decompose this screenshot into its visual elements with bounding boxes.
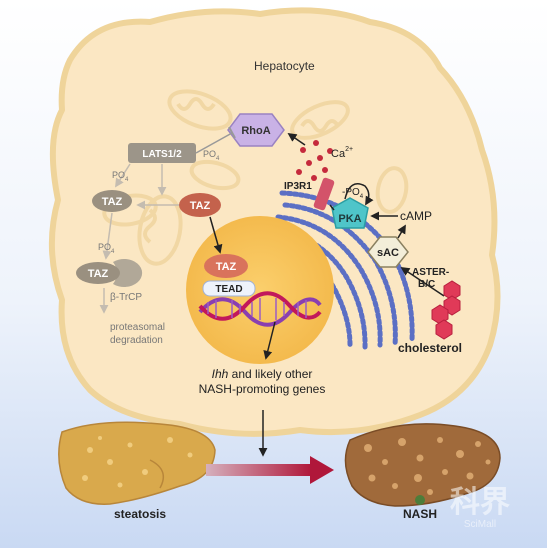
nash-label: NASH bbox=[403, 507, 437, 521]
pka-node: PKA bbox=[331, 197, 369, 229]
arrow-pka-ip3r1 bbox=[329, 204, 335, 211]
genes-label-2: NASH-promoting genes bbox=[199, 382, 326, 396]
rhoa-label: RhoA bbox=[241, 125, 270, 137]
scimall-watermark: 科界 SciMall bbox=[450, 486, 510, 530]
btrcp-label: β-TrCP bbox=[110, 292, 142, 303]
taz-nuclear-node: TAZ bbox=[204, 254, 248, 278]
cell-title: Hepatocyte bbox=[254, 59, 315, 73]
po4-taz: PO4 bbox=[112, 170, 129, 183]
rhoa-node: RhoA bbox=[227, 113, 285, 147]
ip3r1-label: IP3R1 bbox=[284, 181, 312, 192]
taz-phospho-label: TAZ bbox=[102, 196, 123, 208]
genes-label-1: Ihh and likely other bbox=[212, 367, 313, 381]
po4-taz2: PO4 bbox=[98, 242, 115, 255]
arrow-ca-to-rhoa bbox=[287, 132, 306, 146]
arrow-pka-phospho-loop bbox=[344, 183, 374, 206]
watermark-cn: 科界 bbox=[450, 486, 510, 519]
po4-lats: PO4 bbox=[203, 149, 220, 162]
camp-label: cAMP bbox=[400, 209, 432, 223]
arrow-taz-into-nucleus bbox=[209, 216, 223, 254]
po4-pka: -PO4 bbox=[342, 187, 364, 200]
sac-node: sAC bbox=[367, 236, 409, 268]
arrow-sac-camp bbox=[397, 224, 406, 239]
arrow-lats-taz bbox=[115, 163, 131, 188]
proteasomal-label-1: proteasomal bbox=[110, 322, 165, 333]
proteasomal-label-2: degradation bbox=[110, 335, 163, 346]
calcium-ions bbox=[296, 140, 333, 181]
taz-nuclear-label: TAZ bbox=[216, 261, 237, 273]
taz-active-label: TAZ bbox=[190, 200, 211, 212]
sac-label: sAC bbox=[377, 247, 399, 259]
dna-helix bbox=[198, 291, 322, 327]
tead-node: TEAD bbox=[202, 280, 256, 297]
taz-phospho-node: TAZ bbox=[92, 190, 132, 212]
progression-arrow bbox=[206, 456, 334, 484]
nucleus bbox=[186, 216, 334, 364]
cholesterol-label: cholesterol bbox=[398, 341, 462, 355]
aster-label-1: ASTER- bbox=[412, 267, 449, 278]
taz-btrcp-complex: TAZ bbox=[76, 259, 143, 287]
pka-label: PKA bbox=[338, 213, 361, 225]
steatosis-label: steatosis bbox=[114, 507, 166, 521]
lats-label: LATS1/2 bbox=[142, 149, 182, 160]
arrow-dna-to-genes bbox=[263, 321, 276, 360]
inhibit-bar bbox=[228, 126, 236, 139]
taz-degrade-label: TAZ bbox=[88, 268, 109, 280]
watermark-en: SciMall bbox=[464, 519, 496, 530]
steatosis-liver bbox=[58, 421, 216, 505]
cholesterol-molecule bbox=[431, 280, 461, 340]
lats-node: LATS1/2 bbox=[128, 143, 196, 163]
inhibit-rhoa-lats bbox=[195, 132, 233, 154]
arrow-taz-to-btrcp bbox=[102, 212, 113, 260]
ip3r1-channel bbox=[313, 177, 335, 211]
tead-label: TEAD bbox=[215, 284, 242, 295]
taz-active-node: TAZ bbox=[179, 193, 221, 217]
calcium-label: Ca2+ bbox=[331, 146, 353, 160]
arrow-aster-sac bbox=[400, 267, 445, 297]
nash-liver bbox=[344, 423, 501, 507]
